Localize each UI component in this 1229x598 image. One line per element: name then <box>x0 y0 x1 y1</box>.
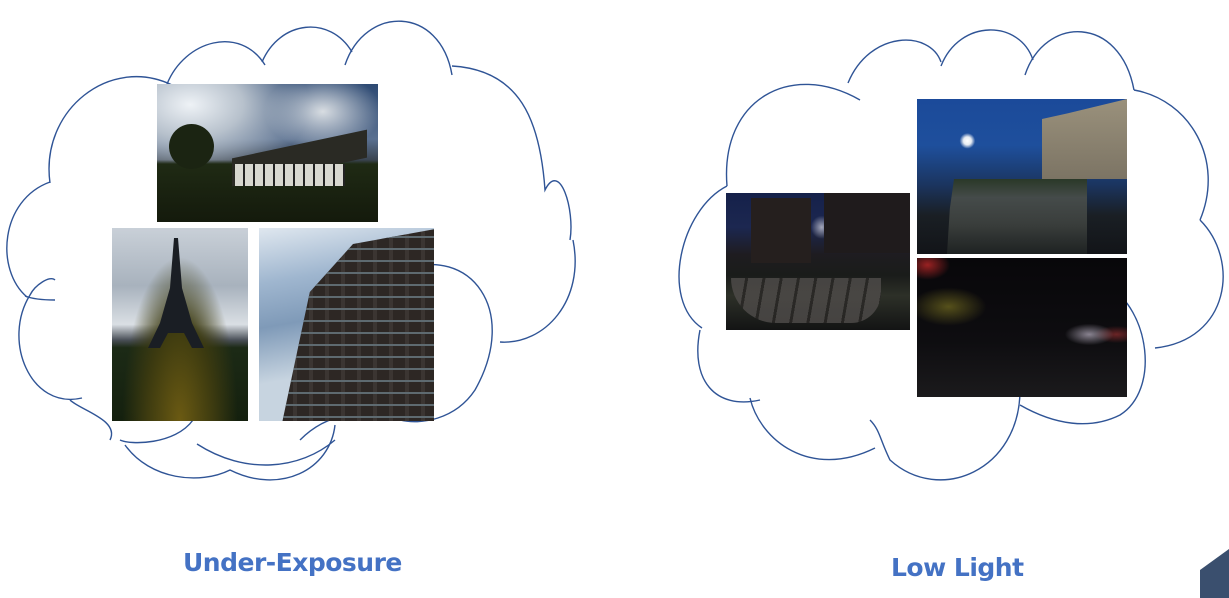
tree <box>169 124 214 169</box>
barn-wall <box>235 164 345 186</box>
photo-night-street <box>917 258 1127 397</box>
building-right <box>824 193 910 253</box>
photo-barn <box>157 84 378 222</box>
cliff <box>947 179 1087 254</box>
paving-stones <box>731 278 881 323</box>
photo-cliff-moon <box>917 99 1127 254</box>
photo-tall-building <box>259 228 434 421</box>
label-low-light: Low Light <box>891 553 1024 582</box>
photo-courtyard-dusk <box>726 193 910 330</box>
photo-eiffel-tower <box>112 228 248 421</box>
eiffel-tower-silhouette <box>148 238 204 348</box>
building-left <box>751 198 811 263</box>
label-under-exposure: Under-Exposure <box>183 548 402 577</box>
